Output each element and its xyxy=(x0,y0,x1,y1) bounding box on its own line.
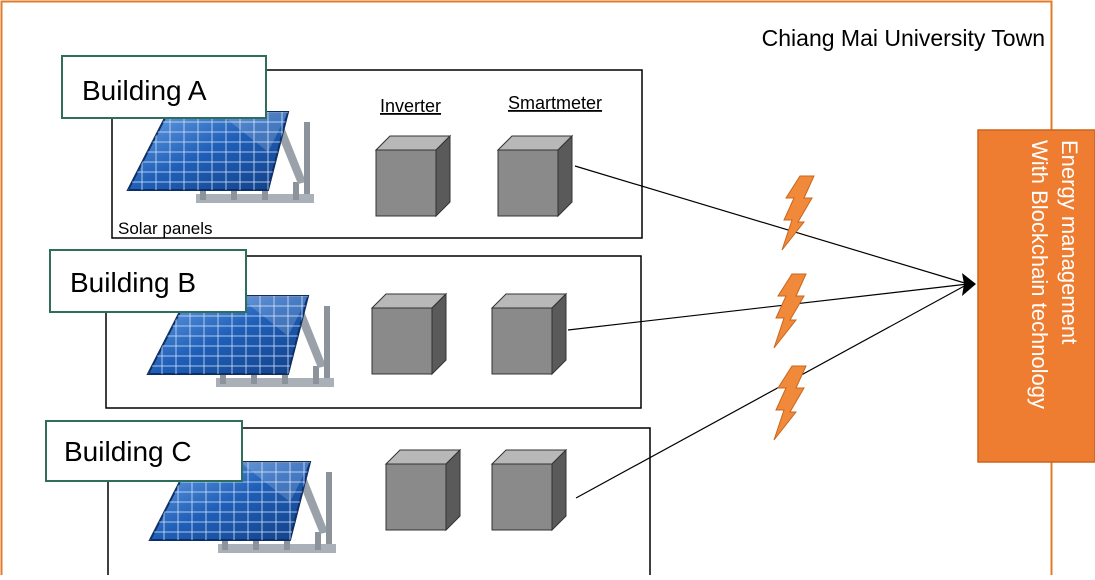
smartmeter-icon xyxy=(491,293,567,375)
smartmeter-label: Smartmeter xyxy=(508,93,602,113)
smartmeter-icon xyxy=(497,135,573,217)
building-c: Building C xyxy=(45,420,651,580)
lightning-icon xyxy=(781,175,815,251)
inverter-icon xyxy=(371,293,447,375)
building-c-name: Building C xyxy=(64,436,192,467)
connection-a xyxy=(574,165,969,285)
connection-lines xyxy=(567,165,969,499)
lightning-icon xyxy=(773,273,807,349)
arrow-head-icon xyxy=(962,273,976,296)
inverter-label: Inverter xyxy=(380,96,441,116)
inverter-icon xyxy=(375,135,451,217)
smartmeter-icon xyxy=(491,449,567,531)
energy-management-hub xyxy=(977,129,1095,463)
connection-b xyxy=(567,283,969,331)
building-b-name-box xyxy=(49,249,247,313)
hub-line-2: With Blockchain technology xyxy=(1027,140,1052,409)
solar-panels-label: Solar panels xyxy=(118,219,213,238)
hub-line-1: Energy management xyxy=(1057,140,1082,344)
building-b-name: Building B xyxy=(70,267,196,298)
building-a: Solar panels Inverter Smartmeter Buildin… xyxy=(61,55,643,239)
building-a-name-box xyxy=(61,55,267,119)
hub-label: Energy management With Blockchain techno… xyxy=(1027,140,1082,409)
building-a-name: Building A xyxy=(82,75,207,106)
lightning-icon xyxy=(773,365,807,441)
region-label: Chiang Mai University Town xyxy=(762,25,1045,51)
connection-c xyxy=(575,283,969,499)
building-c-name-box xyxy=(45,420,243,482)
building-b: Building B xyxy=(49,249,642,409)
inverter-icon xyxy=(385,449,461,531)
